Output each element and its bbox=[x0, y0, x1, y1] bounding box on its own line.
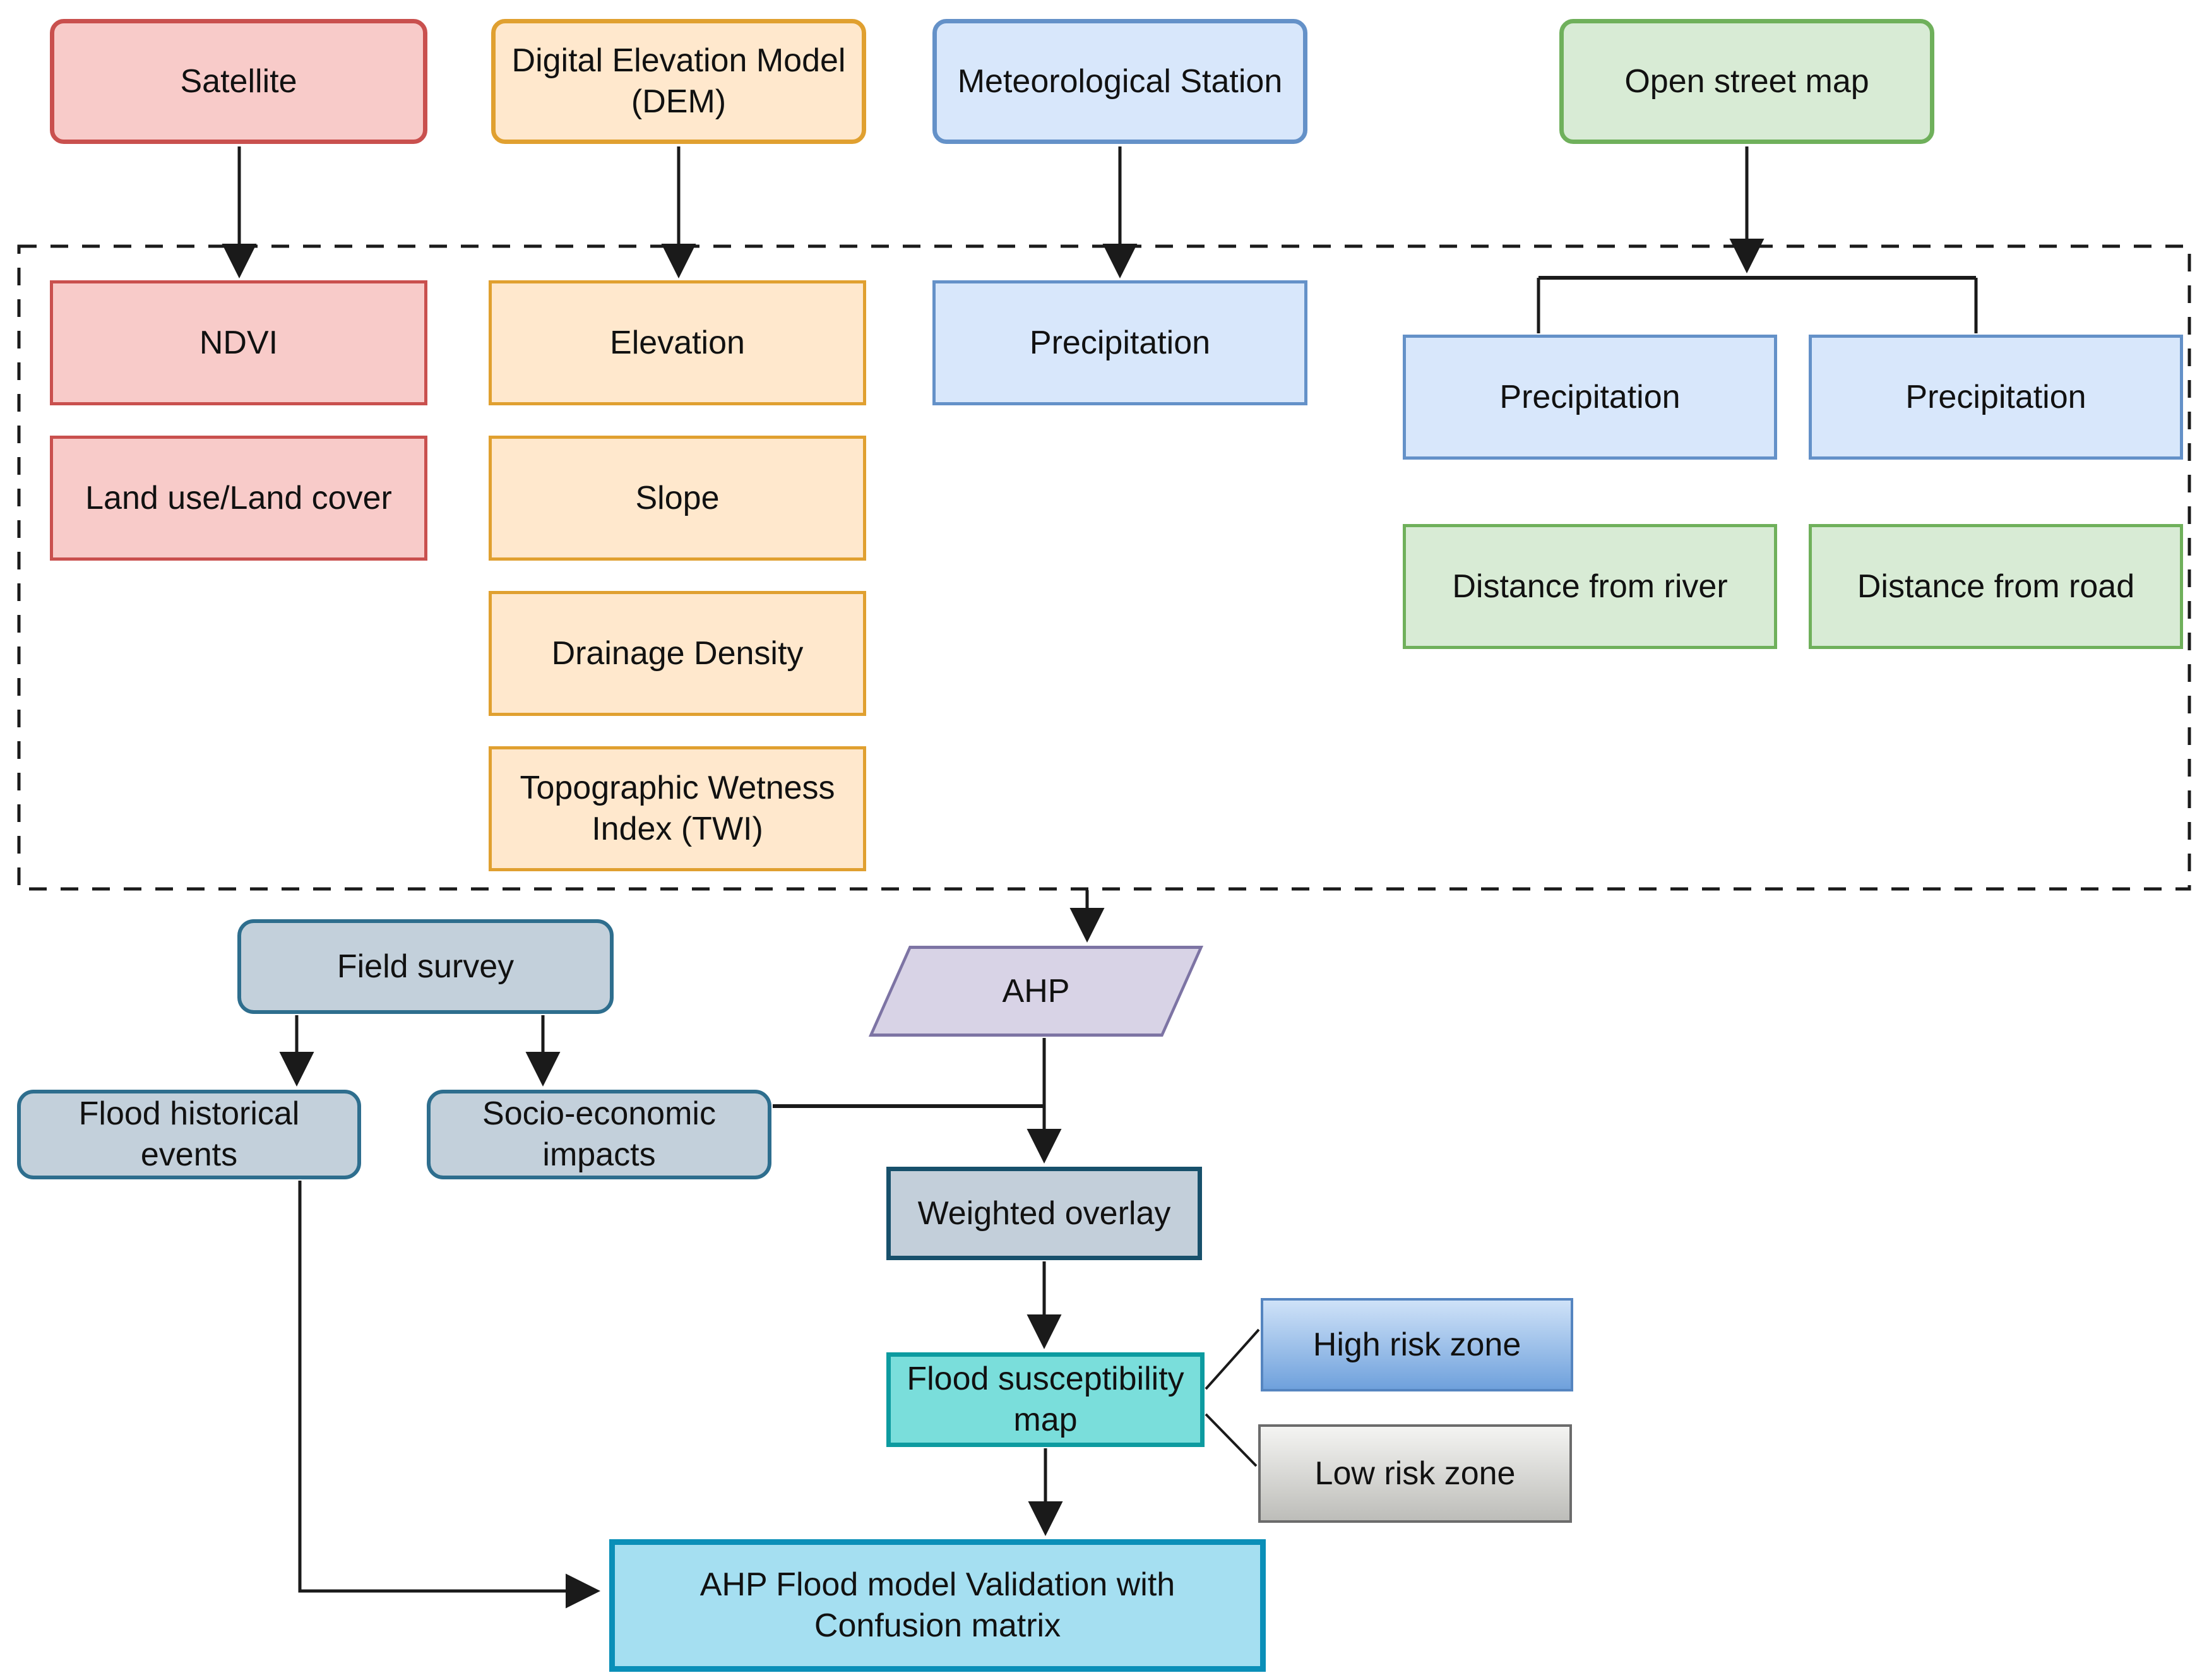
node-precipitation-osm-right: Precipitation bbox=[1809, 335, 2183, 460]
lulc-label: Land use/Land cover bbox=[85, 479, 392, 516]
node-ndvi: NDVI bbox=[50, 280, 427, 405]
node-met-station: Meteorological Station bbox=[932, 19, 1307, 144]
satellite-label: Satellite bbox=[180, 63, 297, 100]
node-distance-from-road: Distance from road bbox=[1809, 524, 2183, 649]
node-dem: Digital Elevation Model (DEM) bbox=[491, 19, 866, 144]
node-slope: Slope bbox=[489, 436, 866, 561]
node-ahp: AHP bbox=[868, 946, 1204, 1037]
distance-from-road-label: Distance from road bbox=[1857, 568, 2135, 605]
node-high-risk-zone: High risk zone bbox=[1261, 1298, 1573, 1391]
node-drainage-density: Drainage Density bbox=[489, 591, 866, 716]
flood-historical-events-label: Flood historical events bbox=[78, 1095, 300, 1173]
connector-flood-map-to-high-risk bbox=[1205, 1328, 1260, 1390]
node-field-survey: Field survey bbox=[237, 919, 614, 1014]
precipitation-osm-left-label: Precipitation bbox=[1499, 378, 1681, 415]
ndvi-label: NDVI bbox=[199, 324, 278, 361]
met-station-label: Meteorological Station bbox=[957, 63, 1283, 100]
node-precipitation-osm-left: Precipitation bbox=[1403, 335, 1777, 460]
node-osm: Open street map bbox=[1559, 19, 1934, 144]
node-lulc: Land use/Land cover bbox=[50, 436, 427, 561]
elevation-label: Elevation bbox=[610, 324, 745, 361]
node-weighted-overlay: Weighted overlay bbox=[886, 1167, 1202, 1260]
validation-label: AHP Flood model Validation with Confusio… bbox=[699, 1566, 1175, 1644]
node-flood-historical-events: Flood historical events bbox=[17, 1090, 361, 1179]
low-risk-zone-label: Low risk zone bbox=[1314, 1455, 1516, 1492]
flood-susceptibility-map-label: Flood susceptibility map bbox=[907, 1361, 1184, 1438]
node-elevation: Elevation bbox=[489, 280, 866, 405]
slope-label: Slope bbox=[635, 479, 720, 516]
connector-flood-map-to-low-risk bbox=[1205, 1413, 1258, 1467]
dem-label: Digital Elevation Model (DEM) bbox=[511, 42, 846, 120]
node-low-risk-zone: Low risk zone bbox=[1258, 1424, 1572, 1523]
field-survey-label: Field survey bbox=[336, 948, 515, 985]
node-precipitation-station: Precipitation bbox=[932, 280, 1307, 405]
node-socio-economic-impacts: Socio-economic impacts bbox=[427, 1090, 771, 1179]
socio-economic-impacts-label: Socio-economic impacts bbox=[482, 1095, 716, 1173]
twi-label: Topographic Wetness Index (TWI) bbox=[520, 770, 835, 847]
weighted-overlay-label: Weighted overlay bbox=[917, 1194, 1171, 1232]
precipitation-station-label: Precipitation bbox=[1029, 324, 1211, 361]
distance-from-river-label: Distance from river bbox=[1452, 568, 1728, 605]
osm-label: Open street map bbox=[1624, 63, 1869, 100]
arrow-flood-historical-to-validation bbox=[298, 1181, 600, 1609]
precipitation-osm-right-label: Precipitation bbox=[1905, 378, 2086, 415]
node-twi: Topographic Wetness Index (TWI) bbox=[489, 746, 866, 871]
high-risk-zone-label: High risk zone bbox=[1312, 1326, 1521, 1363]
drainage-density-label: Drainage Density bbox=[551, 634, 804, 672]
node-flood-susceptibility-map: Flood susceptibility map bbox=[886, 1352, 1205, 1447]
node-validation: AHP Flood model Validation with Confusio… bbox=[609, 1539, 1266, 1672]
node-distance-from-river: Distance from river bbox=[1403, 524, 1777, 649]
node-satellite: Satellite bbox=[50, 19, 427, 144]
ahp-label: AHP bbox=[1002, 973, 1070, 1010]
